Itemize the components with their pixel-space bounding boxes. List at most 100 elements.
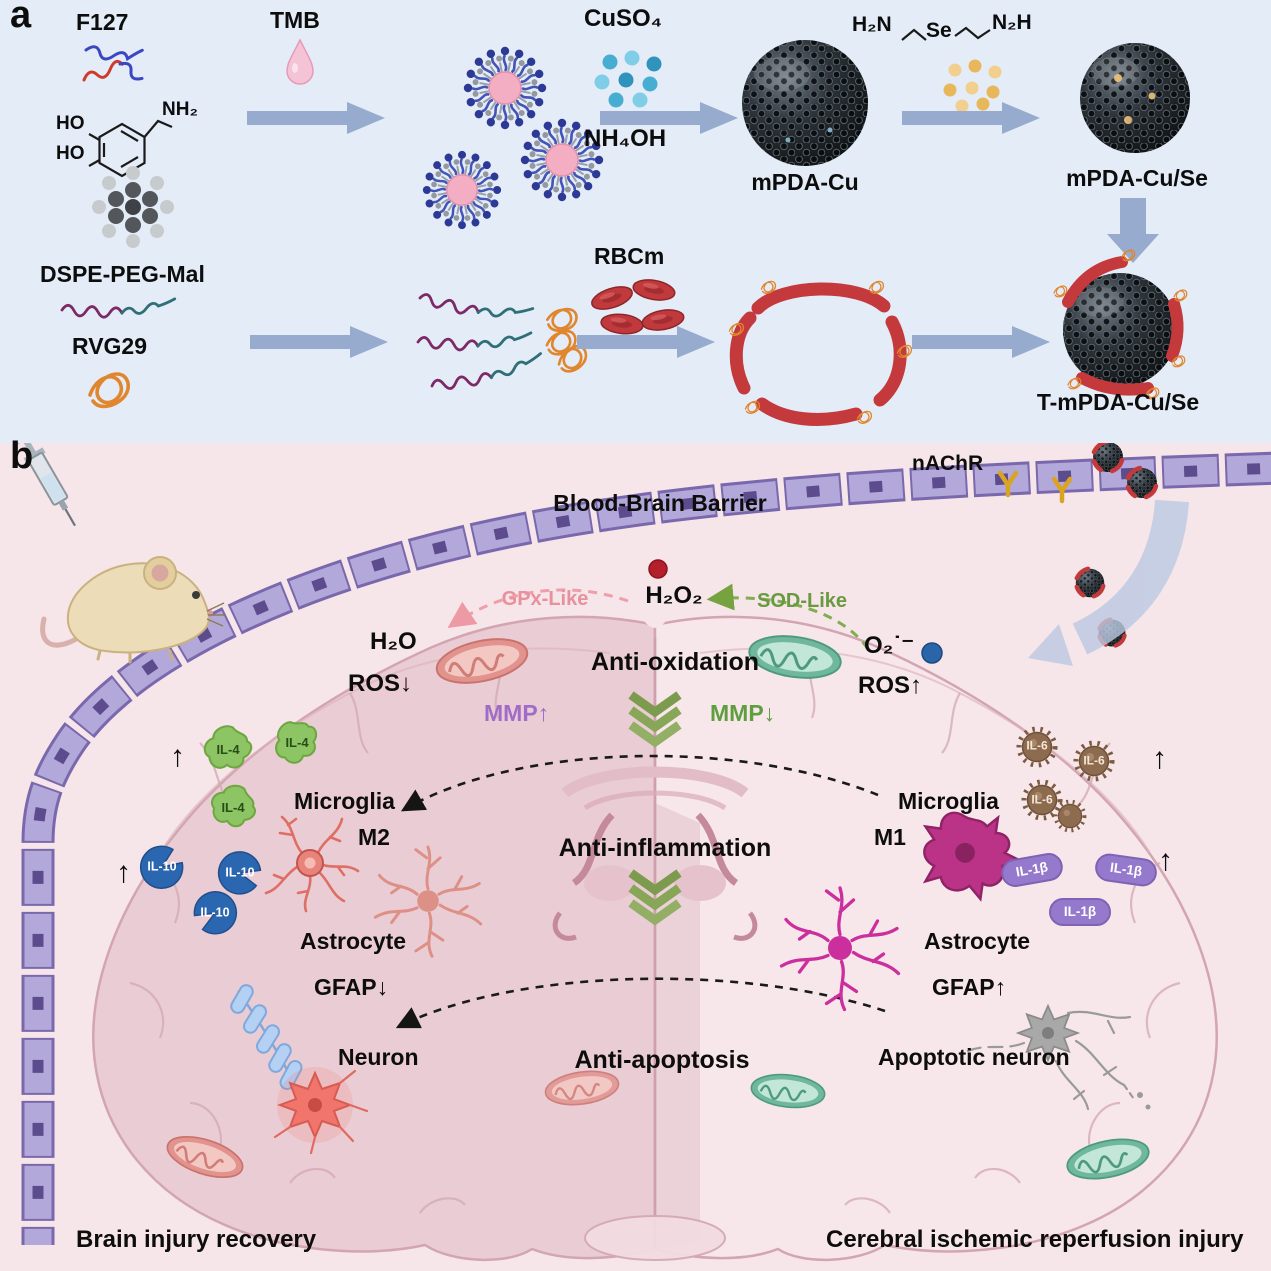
process-arrow-3 xyxy=(902,102,1040,134)
ho-bottom-label: HO xyxy=(56,143,85,164)
bbb-label: Blood-Brain Barrier xyxy=(553,490,767,516)
il10-increase-arrow: ↑ xyxy=(116,856,131,889)
ros-right-text: ROS xyxy=(858,672,911,699)
panel-a-synthesis: a F127 HO HO NH₂ TMB CuSO₄ NH₄OH mPDA-Cu… xyxy=(0,0,1271,443)
tmb-droplet-icon xyxy=(286,38,314,85)
tmb-label: TMB xyxy=(270,7,320,33)
nh2-label: NH₂ xyxy=(162,99,198,120)
il4-label: IL-4 xyxy=(285,735,309,751)
caption-left: Brain injury recovery xyxy=(76,1226,317,1253)
mmp-left-text: MMP xyxy=(484,700,538,726)
apoptotic-neuron-label: Apoptotic neuron xyxy=(878,1044,1070,1070)
neuron-label: Neuron xyxy=(338,1044,419,1070)
mpda-cu-se-label: mPDA-Cu/Se xyxy=(1066,165,1208,191)
mpda-cu-sphere xyxy=(742,40,868,166)
process-arrow-6 xyxy=(912,326,1050,358)
il4-increase-arrow: ↑ xyxy=(170,740,185,773)
neuron-apoptotic-cell xyxy=(966,1004,1151,1111)
gpx-like-arrow xyxy=(447,588,629,629)
se-particles xyxy=(943,59,1002,113)
rbc-cells xyxy=(588,276,687,337)
anti-inflammation-label: Anti-inflammation xyxy=(558,834,772,862)
nachr-receptor-icons xyxy=(997,470,1073,504)
sod-like-label: SOD-Like xyxy=(756,590,848,612)
f127-label: F127 xyxy=(76,9,129,35)
brainstem xyxy=(584,1215,726,1261)
pda-monomer-cluster xyxy=(92,166,174,248)
blood-brain-barrier xyxy=(21,451,1271,1245)
nh4oh-label: NH₄OH xyxy=(584,125,667,152)
cuso4-particles xyxy=(594,50,662,108)
panel-b-graphics xyxy=(15,443,1271,1262)
rvg29-label: RVG29 xyxy=(72,333,148,359)
down-arrow-glyph: ↓ xyxy=(400,670,413,697)
syringe-icon xyxy=(15,443,76,527)
h2o2-molecule xyxy=(648,559,668,579)
down-arrow-glyph: ↓ xyxy=(376,974,389,1000)
rvg29-peptide xyxy=(88,372,131,409)
nachr-label: nAChR xyxy=(912,452,984,475)
process-arrow-5 xyxy=(577,326,715,358)
mmp-right-label: MMP↓ xyxy=(710,701,775,725)
up-arrow-glyph: ↑ xyxy=(994,974,1007,1000)
rbc-membrane-fragments xyxy=(728,280,913,426)
gfap-left-text: GFAP xyxy=(314,974,377,1000)
il1b-cytokines xyxy=(1001,853,1157,926)
anti-apoptosis-arrow xyxy=(395,977,886,1029)
panel-b-label: b xyxy=(10,435,34,477)
gpx-like-label: GPx-Like xyxy=(501,588,589,610)
polymer-conjugates xyxy=(416,280,590,393)
il10-label: IL-10 xyxy=(200,905,230,920)
h2o-label: H₂O xyxy=(370,628,417,655)
il10-label: IL-10 xyxy=(147,859,177,874)
superoxide-molecule xyxy=(921,642,943,664)
mmp-left-label: MMP↑ xyxy=(484,701,549,725)
up-arrow-glyph: ↑ xyxy=(537,700,550,726)
down-arrow-glyph: ↓ xyxy=(763,700,776,726)
microglia-left-label: Microglia xyxy=(294,788,395,814)
dspe-peg-mal-polymer xyxy=(60,291,177,323)
astrocyte-left-label: Astrocyte xyxy=(300,928,407,954)
anti-oxidation-label: Anti-oxidation xyxy=(590,648,760,676)
ros-right-label: ROS↑ xyxy=(858,673,922,698)
superoxide-label: O₂˙⁻ xyxy=(864,632,914,659)
np-entry-arrow xyxy=(1028,499,1189,666)
il4-label: IL-4 xyxy=(216,742,240,758)
top-notch xyxy=(638,603,672,628)
process-arrow-1 xyxy=(247,102,385,134)
micelle-1 xyxy=(463,46,546,129)
rbcm-label: RBCm xyxy=(594,243,665,269)
selenium-linker xyxy=(901,26,991,41)
caption-right: Cerebral ischemic reperfusion injury xyxy=(826,1226,1244,1253)
il4-label: IL-4 xyxy=(221,800,245,816)
neuron-healthy-cell xyxy=(273,1067,369,1155)
t-mpda-cu-se-label: T-mPDA-Cu/Se xyxy=(1036,389,1200,415)
gfap-left-label: GFAP↓ xyxy=(314,975,388,999)
mpda-cu-se-sphere xyxy=(1080,43,1190,153)
micelle-3 xyxy=(422,150,501,229)
il6-label: IL-6 xyxy=(1026,738,1048,753)
anti-inflammation-arrow xyxy=(400,754,879,812)
dspe-peg-mal-label: DSPE-PEG-Mal xyxy=(40,261,205,287)
ventricles-structures xyxy=(552,766,758,941)
panel-a-label: a xyxy=(10,0,32,36)
il6-label: IL-6 xyxy=(1031,792,1053,807)
m1-label: M1 xyxy=(874,824,906,850)
dopamine-structure xyxy=(88,119,173,178)
panel-b-mechanism: b Blood-Brain Barrier nAChR H₂O₂ GPx-Lik… xyxy=(0,436,1271,1271)
process-arrow-4 xyxy=(250,326,388,358)
se-left-label: H₂N xyxy=(852,13,892,36)
anti-apoptosis-label: Anti-apoptosis xyxy=(574,1046,750,1074)
myelin-sheath xyxy=(230,984,303,1091)
up-arrow-glyph: ↑ xyxy=(910,672,923,699)
panel-a-graphics xyxy=(60,26,1190,426)
mouse-icon xyxy=(40,556,226,664)
gfap-right-label: GFAP↑ xyxy=(932,975,1006,999)
microglia-right-label: Microglia xyxy=(898,788,999,814)
se-mid-label: Se xyxy=(926,19,952,42)
gfap-right-text: GFAP xyxy=(932,974,995,1000)
mpda-cu-label: mPDA-Cu xyxy=(751,169,859,195)
il1b-increase-arrow: ↑ xyxy=(1158,844,1173,877)
ros-left-text: ROS xyxy=(348,670,401,697)
